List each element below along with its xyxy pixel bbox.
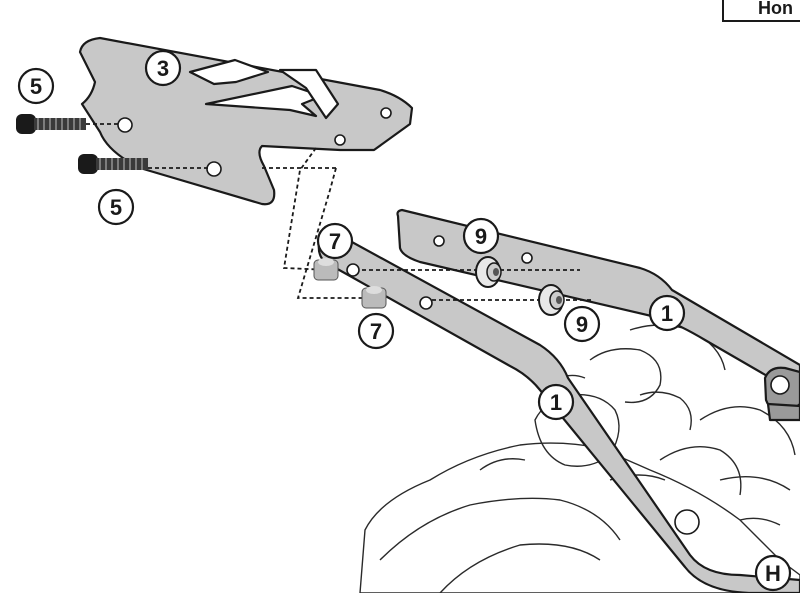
rack-arm-right	[396, 208, 800, 397]
bar-hole	[674, 509, 700, 535]
mounting-plate	[78, 36, 414, 206]
callout-label: 5	[30, 74, 42, 99]
callout-h-mark: H	[754, 554, 792, 592]
bar-hole	[346, 263, 360, 277]
callout-plate: 3	[144, 49, 182, 87]
callout-label: 7	[370, 319, 382, 344]
screw-bottom	[78, 154, 148, 174]
callout-screw-bottom: 5	[97, 188, 135, 226]
plate-hole	[117, 117, 133, 133]
corner-label: Hon	[758, 0, 793, 18]
callout-label: 1	[661, 301, 673, 326]
bar-hole	[419, 296, 433, 310]
bar-hole	[521, 252, 533, 264]
callout-nut-top: 9	[462, 217, 500, 255]
callout-label: 7	[329, 229, 341, 254]
callout-spacer-top: 7	[316, 222, 354, 260]
callout-bar-right: 1	[648, 294, 686, 332]
nut-bottom	[538, 284, 565, 316]
screw-top	[16, 114, 86, 134]
assembly-guides	[86, 123, 592, 301]
spacer-bottom	[361, 286, 387, 309]
callout-label: 1	[550, 390, 562, 415]
callout-label: 5	[110, 195, 122, 220]
motorcycle-outline	[359, 324, 800, 593]
callout-label: 9	[475, 224, 487, 249]
callout-bar-left: 1	[537, 383, 575, 421]
bar-hole	[433, 235, 445, 247]
callout-spacer-bottom: 7	[357, 312, 395, 350]
callout-label: 3	[157, 56, 169, 81]
clamp-bracket	[763, 366, 800, 422]
plate-hole	[206, 161, 222, 177]
callout-screw-top: 5	[17, 67, 55, 105]
bracket-hole	[770, 375, 790, 395]
callout-label: 9	[576, 312, 588, 337]
callout-label: H	[765, 561, 781, 586]
callout-nut-bottom: 9	[563, 305, 601, 343]
nut-top	[475, 256, 502, 288]
corner-label-box: Hon	[722, 0, 800, 22]
plate-hole	[380, 107, 392, 119]
spacer-top	[313, 258, 339, 281]
plate-hole	[334, 134, 346, 146]
